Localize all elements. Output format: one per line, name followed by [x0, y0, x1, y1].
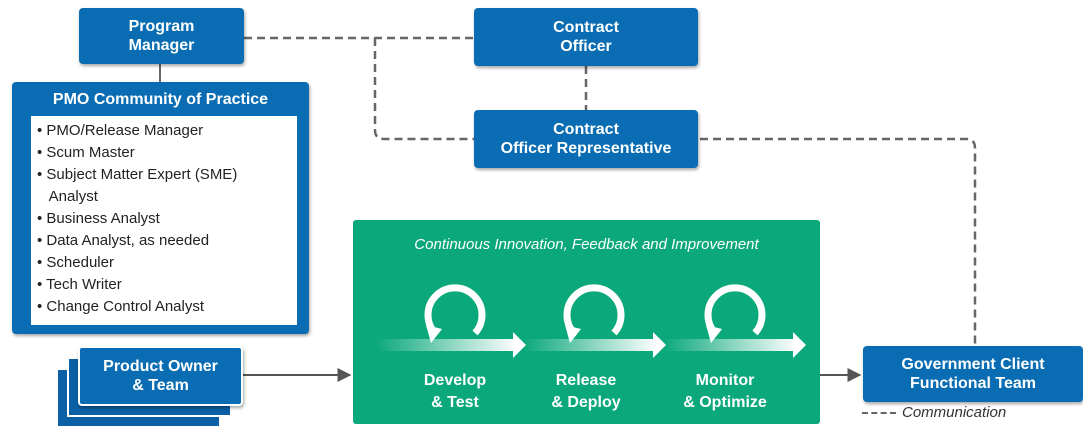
contract-officer-box: Contract Officer [474, 8, 698, 66]
product-owner-line1: Product Owner [103, 358, 218, 375]
cor-box: Contract Officer Representative [474, 110, 698, 168]
continuous-innovation-panel: Continuous Innovation, Feedback and Impr… [353, 220, 820, 424]
stage-monitor-optimize: Monitor & Optimize [665, 370, 785, 414]
pmo-role-item: • Scum Master [37, 144, 135, 161]
cycle-graphics [375, 284, 806, 358]
government-client-box: Government Client Functional Team [863, 346, 1083, 402]
monitor-progress-arrow [663, 332, 806, 358]
program-manager-box: Program Manager [79, 8, 244, 64]
stage-label: & Deploy [551, 394, 621, 411]
dashed-line-swatch [862, 411, 896, 414]
pmo-role-item: • PMO/Release Manager [37, 122, 204, 139]
pmo-title: PMO Community of Practice [52, 91, 269, 108]
legend-label: Communication [902, 404, 1007, 421]
stage-develop-test: Develop & Test [395, 370, 515, 414]
develop-progress-arrow [375, 332, 526, 358]
pmo-role-item: Analyst [37, 188, 98, 205]
pmo-role-item: • Business Analyst [37, 210, 160, 227]
program-manager-line2: Manager [128, 37, 195, 54]
cycle-icon [704, 284, 766, 343]
program-manager-line1: Program [128, 18, 195, 35]
innovation-title: Continuous Innovation, Feedback and Impr… [414, 236, 759, 253]
government-client-line1: Government Client [901, 356, 1045, 373]
pmo-role-item: • Tech Writer [37, 276, 122, 293]
cor-to-client-dashed-line [700, 137, 977, 346]
government-client-line2: Functional Team [910, 375, 1036, 392]
pmo-roles-list: • PMO/Release Manager • Scum Master • Su… [31, 116, 297, 325]
stage-label: Monitor [695, 372, 755, 389]
contract-officer-line1: Contract [553, 19, 619, 36]
pmo-role-item: • Change Control Analyst [37, 298, 205, 315]
branch-to-cor-dashed-line [373, 38, 474, 141]
stage-label: & Optimize [683, 394, 767, 411]
cycle-icon [424, 284, 486, 343]
cor-line2: Officer Representative [500, 140, 672, 157]
cycle-icon [563, 284, 625, 343]
pmo-community-box: PMO Community of Practice • PMO/Release … [12, 82, 309, 334]
product-owner-line2: & Team [132, 377, 189, 394]
pmo-role-item: • Subject Matter Expert (SME) [37, 166, 238, 183]
contract-officer-line2: Officer [560, 38, 612, 55]
stage-label: & Test [431, 394, 479, 411]
release-progress-arrow [523, 332, 666, 358]
stage-label: Develop [423, 372, 487, 389]
pmo-role-item: • Data Analyst, as needed [37, 232, 210, 249]
product-owner-box: Product Owner & Team [78, 346, 243, 406]
stage-release-deploy: Release & Deploy [526, 370, 646, 414]
pmo-role-item: • Scheduler [37, 254, 114, 271]
cor-line1: Contract [553, 121, 619, 138]
communication-legend: Communication [862, 404, 1006, 421]
stage-label: Release [555, 372, 617, 389]
